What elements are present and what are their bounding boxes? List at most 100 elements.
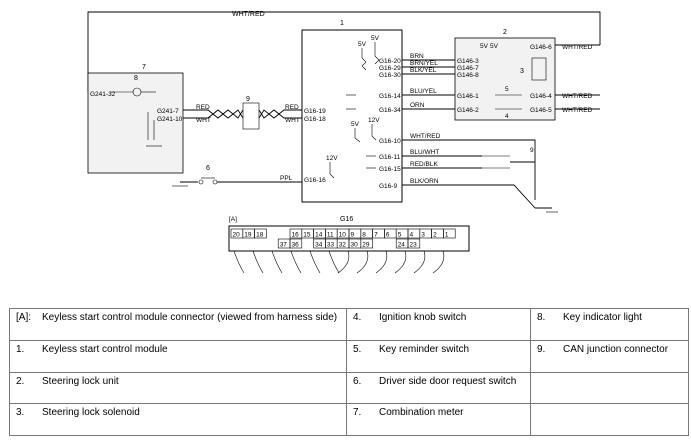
legend-cell — [530, 371, 689, 405]
pin-g146-4: G146-4 — [530, 93, 552, 100]
pin-g16-16: G16-16 — [304, 177, 326, 184]
pin-g16-18: G16-18 — [304, 116, 326, 123]
pin-g241-10: G241-10 — [157, 116, 183, 123]
can-low-wire-right — [258, 109, 302, 119]
pin-g16-15: G16-15 — [379, 166, 401, 173]
connector-pin-label: 4 — [410, 232, 414, 239]
pin-g241-32: G241-32 — [90, 91, 116, 98]
connector-cell-bottom — [360, 238, 373, 249]
connector-pin-label: 23 — [410, 242, 418, 249]
top-wire-label: WHT/RED — [232, 11, 265, 18]
connector-pin-label: 37 — [280, 242, 288, 249]
knob-switch-number: 4 — [505, 113, 509, 120]
can-junction-number: 9 — [530, 147, 534, 154]
legend-number: 4. — [353, 312, 362, 323]
connector-pin-label: 8 — [362, 232, 366, 239]
harness-wire — [309, 250, 321, 274]
legend-table: [A]:Keyless start control module connect… — [9, 308, 689, 436]
legend-number: 2. — [16, 375, 25, 387]
harness-wire — [271, 250, 283, 274]
module-5v-label-1: 5V — [358, 41, 367, 48]
connector-caption: [A] — [229, 216, 237, 223]
module-resistor-3 — [354, 128, 361, 143]
wire-blk-orn: BLK/ORN — [410, 178, 439, 185]
harness-wire — [233, 250, 245, 274]
legend-text: Keyless start control module — [42, 343, 168, 355]
pin-g146-3: G146-3 — [457, 58, 479, 65]
module-12v-label-1: 12V — [368, 117, 380, 124]
can-left-red: RED — [196, 104, 210, 111]
keyless-start-module-box — [301, 29, 403, 203]
pin-g146-1: G146-1 — [457, 93, 479, 100]
connector-pin-label: 6 — [386, 232, 390, 239]
legend-text: Driver side door request switch — [379, 375, 517, 387]
harness-wire — [290, 250, 302, 274]
harness-wire — [375, 250, 388, 274]
legend-text: Combination meter — [379, 407, 464, 419]
connector-pin-label: 2 — [433, 232, 437, 239]
harness-wire — [337, 250, 350, 274]
can-right-wht: WHT — [285, 117, 300, 124]
connector-cell-bottom — [407, 238, 421, 249]
wire-ppl: PPL — [280, 175, 293, 182]
wire-brn-yel: BRN/YEL — [410, 60, 438, 67]
legend-text: Keyless start control module connector (… — [42, 312, 338, 323]
can-right-red: RED — [285, 104, 299, 111]
legend-text: Key reminder switch — [379, 343, 470, 355]
connector-pin-label: 3 — [421, 232, 425, 239]
legend-text: Steering lock unit — [42, 375, 119, 387]
connector-pin-label: 19 — [244, 232, 252, 239]
legend-number: 3. — [16, 407, 25, 419]
connector-pin-label: 5 — [398, 232, 402, 239]
connector-name: G16 — [340, 216, 353, 223]
pin-g146-5: G146-5 — [530, 107, 552, 114]
pin-g16-20: G16-20 — [379, 58, 401, 65]
wire-brn: BRN — [410, 53, 424, 60]
lock-5v-label-1: 5V — [480, 43, 489, 50]
harness-wire — [394, 250, 407, 274]
wire-blu-wht: BLU/WHT — [410, 149, 439, 156]
harness-wire — [252, 250, 264, 274]
legend-cell — [530, 403, 689, 436]
legend-number: 1. — [16, 343, 25, 355]
wiring-diagram: WHT/RED 1 5V 5V 5V 12V 12V G16-20 G16-29… — [87, 11, 601, 274]
lock-solenoid-number: 3 — [520, 68, 524, 75]
door-switch-number: 6 — [206, 165, 210, 172]
lock-unit-number: 2 — [503, 29, 507, 36]
module-right-pins: G16-20 G16-29 G16-30 G16-14 G16-34 G16-1… — [379, 58, 401, 190]
pin-g146-2: G146-2 — [457, 107, 479, 114]
legend-cell: 3.Steering lock solenoid — [9, 403, 347, 436]
pin-g16-11: G16-11 — [379, 154, 401, 161]
top-wht-red-wire — [87, 11, 601, 92]
module-resistor-1 — [361, 48, 367, 71]
pin-g16-9: G16-9 — [379, 183, 397, 190]
connector-pin-label: 24 — [398, 242, 406, 249]
legend-number: 9. — [537, 343, 546, 355]
pin-g16-34: G16-34 — [379, 107, 401, 114]
wire-red-blk: RED/BLK — [410, 161, 438, 168]
connector-pin-label: 36 — [292, 242, 300, 249]
pin-g146-7: G146-7 — [457, 65, 479, 72]
connector-pin-label: 18 — [256, 232, 264, 239]
meter-number: 7 — [142, 64, 146, 71]
legend-row: 1. Keyless start control module 5. Key remi… — [9, 339, 689, 373]
legend-cell: 2. Steering lock unit — [9, 371, 347, 405]
connector-pin-label: 15 — [303, 232, 311, 239]
legend-number: 7. — [353, 407, 362, 419]
legend-text: Key indicator light — [563, 312, 642, 323]
can-left-wht: WHT — [196, 117, 211, 124]
legend-number: 5. — [353, 343, 362, 355]
lock-wire-wht-red-3: WHT/RED — [562, 107, 593, 114]
wire-blu-yel: BLU/YEL — [410, 88, 437, 95]
connector-pin-label: 20 — [233, 232, 241, 239]
legend-cell: [A]:Keyless start control module connect… — [9, 308, 347, 341]
connector-pin-label: 14 — [315, 232, 323, 239]
legend-cell: 7. Combination meter — [346, 403, 531, 436]
legend-cell: 6.Driver side door request switch — [346, 371, 531, 405]
harness-wire — [413, 250, 426, 274]
connector-pin-label: 30 — [351, 242, 359, 249]
connector-pin-label: 10 — [339, 232, 347, 239]
connector-cell-bottom — [289, 238, 303, 249]
connector-pin-label: 11 — [327, 232, 334, 239]
